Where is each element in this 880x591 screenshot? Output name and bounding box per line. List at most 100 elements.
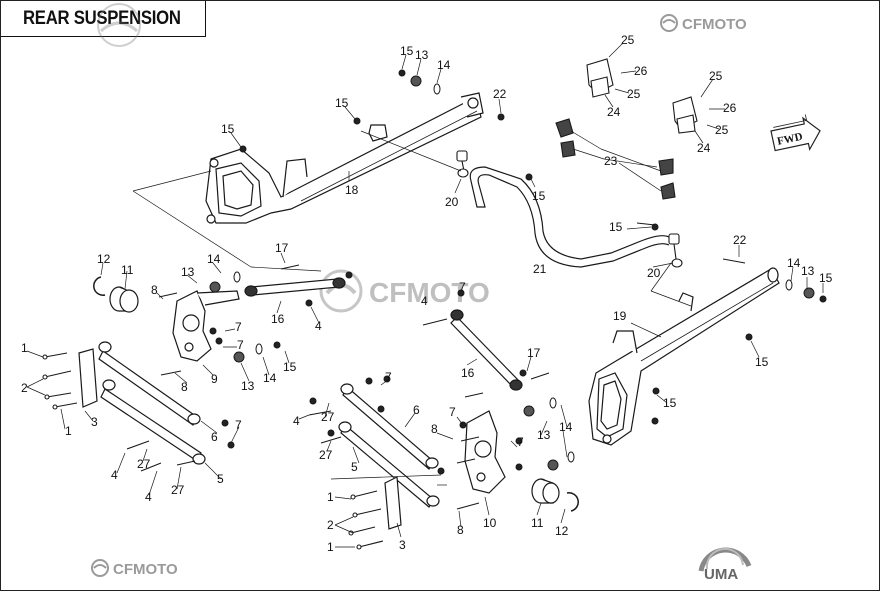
- callout-11: 11: [531, 516, 544, 530]
- knuckle-right: [464, 410, 506, 494]
- callout-16: 16: [271, 312, 285, 326]
- cfmoto-brand-top: CFMOTO: [682, 16, 747, 33]
- callout-6: 6: [211, 430, 218, 444]
- callout-10: 10: [483, 516, 497, 530]
- cfmoto-logo-center-icon: [319, 269, 363, 313]
- callout-15: 15: [335, 96, 349, 110]
- knuckle-left: [172, 290, 240, 362]
- callout-7: 7: [385, 370, 392, 384]
- callout-14: 14: [787, 256, 801, 270]
- callout-25: 25: [627, 87, 641, 101]
- cfmoto-brand-center: CFMOTO: [369, 277, 490, 308]
- fasteners: [209, 69, 827, 475]
- title-watermark-logo: [97, 3, 141, 47]
- callout-22: 22: [493, 87, 507, 101]
- trailing-arm-right: [588, 267, 780, 446]
- callout-8: 8: [431, 422, 438, 436]
- forward-arrow-icon: FWD: [770, 114, 821, 152]
- stabilizer-link-left: [456, 150, 469, 178]
- callout-26: 26: [634, 64, 648, 78]
- callout-3: 3: [399, 538, 406, 552]
- assembly-leader-lines: [132, 130, 692, 480]
- callout-22: 22: [733, 233, 747, 247]
- bolts: [42, 222, 746, 550]
- callout-7: 7: [237, 338, 244, 352]
- callout-26: 26: [723, 101, 737, 115]
- callout-1: 1: [65, 424, 72, 438]
- snap-ring-left: [93, 276, 106, 296]
- uma-logo: [698, 547, 752, 572]
- callout-4: 4: [145, 490, 152, 504]
- callout-4: 4: [111, 468, 118, 482]
- callout-14: 14: [559, 420, 573, 434]
- callout-7: 7: [235, 418, 242, 432]
- callout-1: 1: [21, 341, 28, 355]
- callout-17: 17: [527, 346, 541, 360]
- callout-14: 14: [207, 252, 221, 266]
- callout-4: 4: [293, 414, 300, 428]
- callout-2: 2: [327, 518, 334, 532]
- title-box: REAR SUSPENSION: [1, 1, 206, 37]
- callout-6: 6: [413, 403, 420, 417]
- callout-4: 4: [421, 294, 428, 308]
- callout-14: 14: [437, 58, 451, 72]
- callout-23: 23: [604, 154, 618, 168]
- control-arms-right: [338, 383, 440, 530]
- stabilizer-bushings: [555, 118, 676, 200]
- cfmoto-logo-top-icon: [660, 14, 678, 32]
- callout-13: 13: [181, 265, 195, 279]
- callout-24: 24: [697, 141, 711, 155]
- callout-19: 19: [613, 309, 627, 323]
- callout-5: 5: [351, 460, 358, 474]
- callout-7: 7: [517, 435, 524, 449]
- uma-logo-text: UMA: [704, 566, 738, 583]
- callout-27: 27: [321, 410, 335, 424]
- page-title: REAR SUSPENSION: [23, 8, 181, 29]
- stabilizer-link-right: [668, 233, 683, 268]
- callout-12: 12: [555, 524, 569, 538]
- callout-1: 1: [327, 490, 334, 504]
- callout-25: 25: [715, 123, 729, 137]
- callout-15: 15: [283, 360, 297, 374]
- toe-link-right: [450, 309, 523, 391]
- trailing-arm-left: [205, 92, 484, 224]
- callout-17: 17: [275, 241, 289, 255]
- cfmoto-brand-bottom: CFMOTO: [113, 561, 178, 578]
- callout-4: 4: [315, 319, 322, 333]
- callout-18: 18: [345, 183, 359, 197]
- callout-13: 13: [241, 379, 255, 393]
- callout-15: 15: [755, 355, 769, 369]
- callout-leaders: [26, 42, 824, 548]
- callout-13: 13: [537, 428, 551, 442]
- fwd-label: FWD: [776, 131, 804, 148]
- callout-8: 8: [181, 380, 188, 394]
- callout-25: 25: [709, 69, 723, 83]
- callout-27: 27: [319, 448, 333, 462]
- callout-8: 8: [457, 523, 464, 537]
- callout-13: 13: [415, 48, 429, 62]
- callout-15: 15: [221, 122, 235, 136]
- stabilizer-bar: [469, 166, 670, 268]
- bearing-right: [531, 478, 560, 504]
- callout-7: 7: [459, 280, 466, 294]
- callout-24: 24: [607, 105, 621, 119]
- callout-labels: 15 13 14 22 15 15 18 20 15 21 15 20 25 2…: [21, 33, 833, 554]
- cfmoto-logo-bottom-icon: [91, 559, 109, 577]
- callout-27: 27: [171, 483, 185, 497]
- stabilizer-brackets: [586, 58, 698, 134]
- callout-9: 9: [211, 372, 218, 386]
- callout-3: 3: [91, 415, 98, 429]
- callout-27: 27: [137, 457, 151, 471]
- callout-7: 7: [449, 405, 456, 419]
- callout-25: 25: [621, 33, 635, 47]
- callout-20: 20: [647, 266, 661, 280]
- callout-21: 21: [533, 262, 547, 276]
- callout-15: 15: [819, 271, 833, 285]
- callout-1: 1: [327, 540, 334, 554]
- toe-link-left: [244, 277, 346, 297]
- callout-15: 15: [663, 396, 677, 410]
- callout-15: 15: [400, 44, 414, 58]
- callout-15: 15: [609, 220, 623, 234]
